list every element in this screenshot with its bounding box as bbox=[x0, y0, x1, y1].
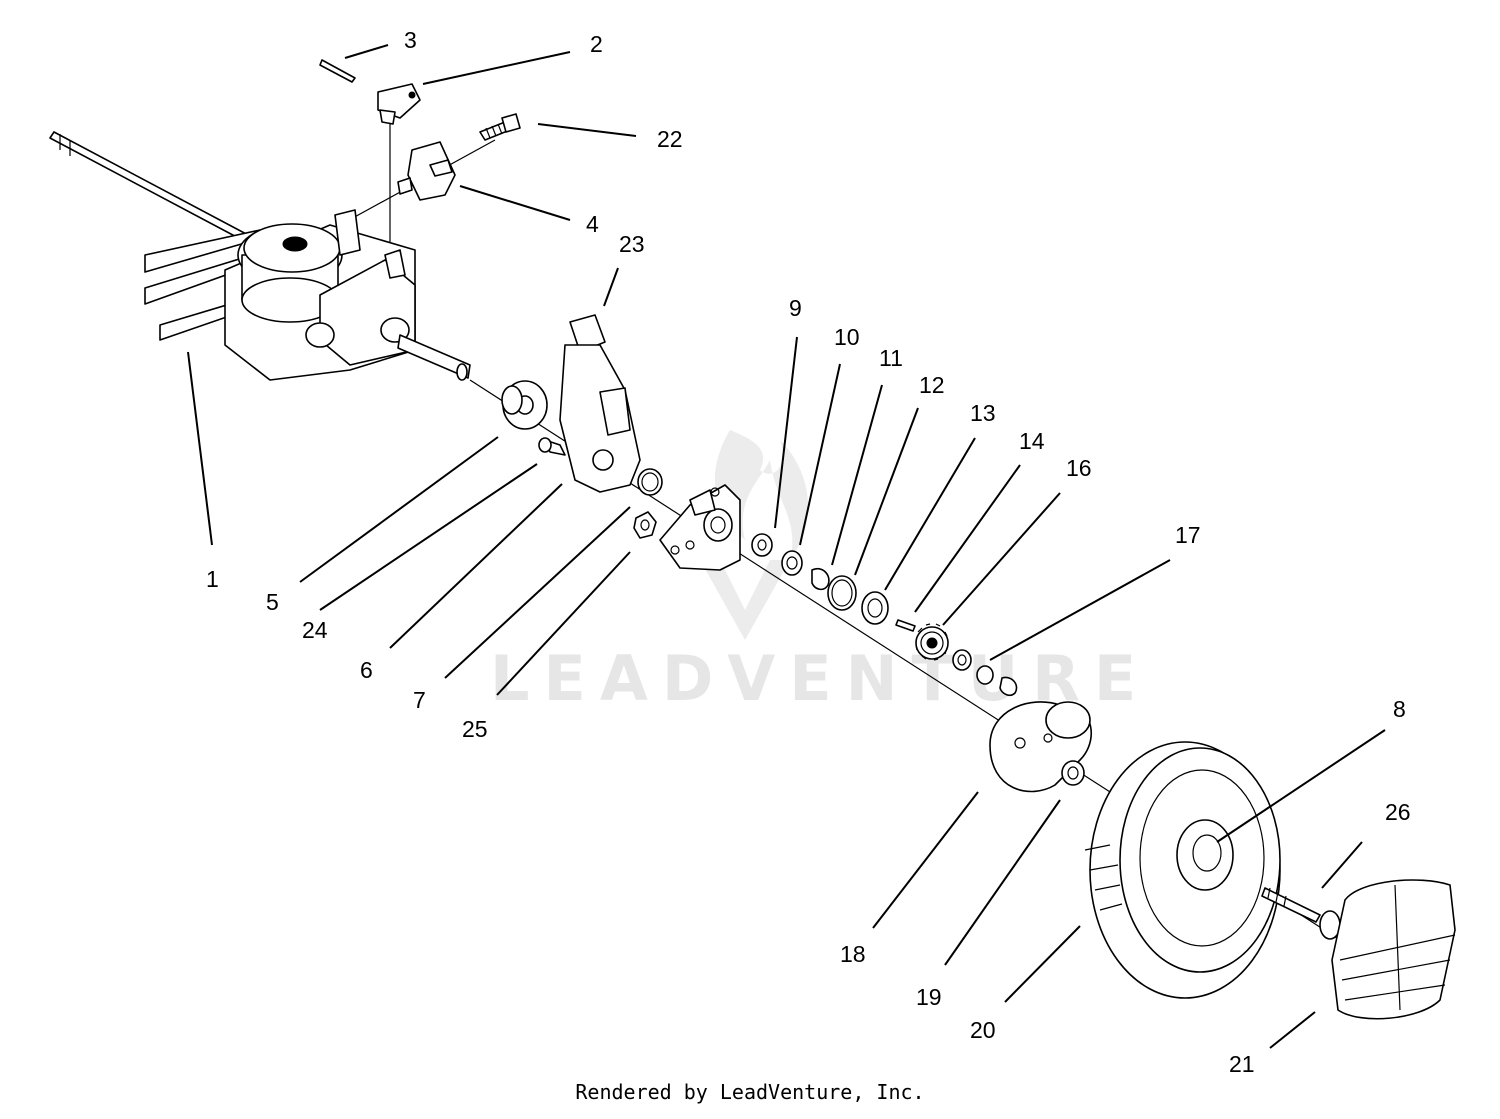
callout-13: 13 bbox=[970, 400, 996, 426]
part-19-washer[interactable] bbox=[1061, 760, 1085, 786]
callout-6: 6 bbox=[360, 657, 373, 683]
gear-washer[interactable] bbox=[952, 649, 972, 671]
callout-2: 2 bbox=[590, 31, 603, 57]
part-22-bolt[interactable] bbox=[479, 113, 521, 141]
part-4-bracket[interactable] bbox=[397, 141, 456, 201]
callout-23: 23 bbox=[619, 231, 645, 257]
callout-4: 4 bbox=[586, 211, 599, 237]
callout-22: 22 bbox=[657, 126, 683, 152]
transmission-housing[interactable] bbox=[224, 209, 471, 381]
part-17-e-clip[interactable] bbox=[999, 676, 1018, 696]
callout-24: 24 bbox=[302, 617, 328, 643]
part-3-cotter-pin[interactable] bbox=[319, 59, 356, 83]
callout-20: 20 bbox=[970, 1017, 996, 1043]
callout-19: 19 bbox=[916, 984, 942, 1010]
callout-17: 17 bbox=[1175, 522, 1201, 548]
callout-12: 12 bbox=[919, 372, 945, 398]
callout-1: 1 bbox=[206, 566, 219, 592]
part-21-hub-cap[interactable] bbox=[1331, 879, 1456, 1020]
callout-26: 26 bbox=[1385, 799, 1411, 825]
callout-10: 10 bbox=[834, 324, 860, 350]
callout-25: 25 bbox=[462, 716, 488, 742]
callout-9: 9 bbox=[789, 295, 802, 321]
callout-21: 21 bbox=[1229, 1051, 1255, 1077]
callout-8: 8 bbox=[1393, 696, 1406, 722]
part-5-bushing[interactable] bbox=[501, 380, 548, 430]
callout-18: 18 bbox=[840, 941, 866, 967]
part-12-ring[interactable] bbox=[827, 575, 857, 611]
part-10-washer[interactable] bbox=[781, 550, 803, 576]
footer-credit: Rendered by LeadVenture, Inc. bbox=[575, 1080, 925, 1104]
part-11-e-clip[interactable] bbox=[811, 567, 830, 591]
callout-3: 3 bbox=[404, 27, 417, 53]
gear-case-housing[interactable] bbox=[659, 484, 741, 571]
part-13-bearing[interactable] bbox=[861, 591, 889, 625]
part-9-washer[interactable] bbox=[751, 533, 773, 557]
part-23-shift-plate[interactable] bbox=[559, 314, 641, 493]
part-2-knob[interactable] bbox=[377, 83, 421, 125]
callout-labels: 1 2 3 4 5 6 7 8 9 10 11 12 13 14 16 17 1… bbox=[206, 27, 1411, 1077]
callout-16: 16 bbox=[1066, 455, 1092, 481]
part-24-screw[interactable] bbox=[538, 437, 566, 456]
part-25-nut[interactable] bbox=[633, 511, 657, 539]
gear-spacer[interactable] bbox=[976, 665, 994, 685]
callout-14: 14 bbox=[1019, 428, 1045, 454]
part-14-pin[interactable] bbox=[895, 619, 916, 632]
part-7-retaining-ring[interactable] bbox=[637, 468, 663, 496]
callout-11: 11 bbox=[879, 345, 903, 371]
leader-lines bbox=[187, 44, 1386, 1049]
part-20-wheel[interactable] bbox=[1084, 741, 1281, 999]
callout-5: 5 bbox=[266, 589, 279, 615]
part-16-pinion-gear[interactable] bbox=[915, 623, 949, 661]
callout-7: 7 bbox=[413, 687, 426, 713]
